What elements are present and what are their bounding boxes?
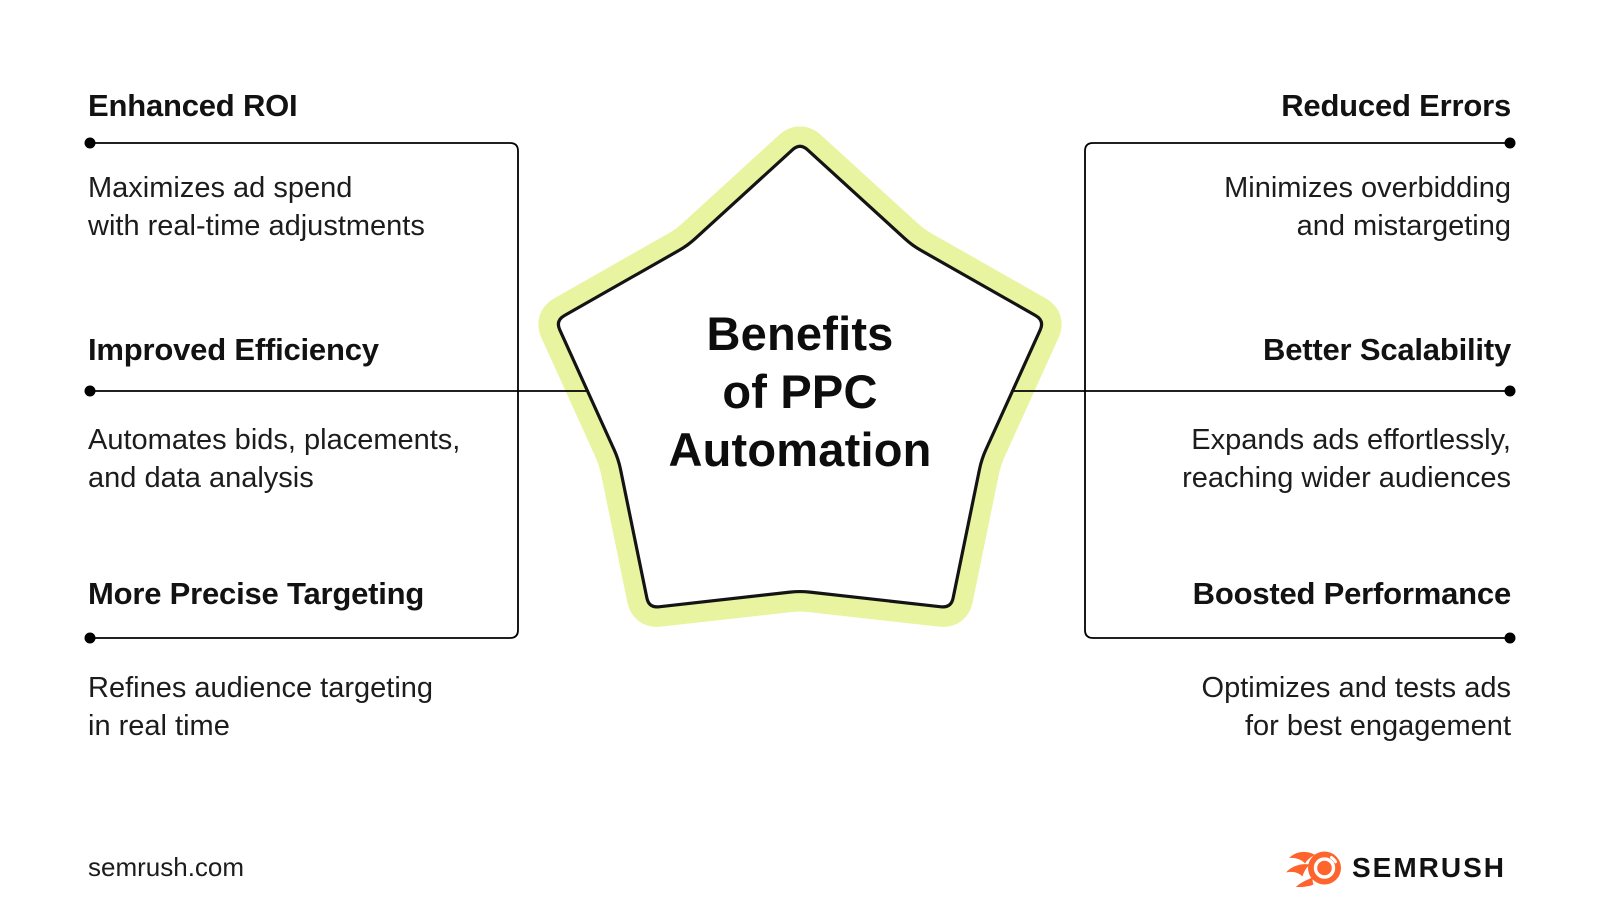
line-endpoint-dot bbox=[1504, 137, 1516, 149]
semrush-logo-text: SEMRUSH bbox=[1352, 852, 1507, 883]
benefit-heading: Reduced Errors bbox=[1281, 88, 1511, 123]
benefit-description: Minimizes overbidding and mistargeting bbox=[1224, 172, 1511, 242]
website-url: semrush.com bbox=[88, 852, 245, 882]
line-endpoint-dot bbox=[1504, 385, 1516, 397]
semrush-flame-icon bbox=[1286, 851, 1341, 887]
benefit-heading: More Precise Targeting bbox=[88, 576, 425, 611]
semrush-logo: SEMRUSH bbox=[1286, 849, 1506, 887]
line-endpoint-dot bbox=[84, 632, 96, 644]
line-endpoint-dot bbox=[84, 137, 96, 149]
benefit-description: Maximizes ad spend with real-time adjust… bbox=[88, 172, 425, 242]
benefit-heading: Boosted Performance bbox=[1192, 576, 1512, 611]
benefit-heading: Better Scalability bbox=[1263, 332, 1511, 367]
line-endpoint-dot bbox=[84, 385, 96, 397]
benefit-description: Automates bids, placements, and data ana… bbox=[88, 424, 461, 494]
benefit-heading: Enhanced ROI bbox=[88, 88, 298, 123]
star-shape bbox=[556, 144, 1044, 609]
benefit-description: Optimizes and tests ads for best engagem… bbox=[1201, 672, 1511, 742]
line-endpoint-dot bbox=[1504, 632, 1516, 644]
benefit-heading: Improved Efficiency bbox=[88, 332, 379, 367]
benefit-description: Refines audience targeting in real time bbox=[88, 672, 434, 742]
diagram-title: Benefits of PPC Automation bbox=[668, 307, 932, 476]
benefit-description: Expands ads effortlessly, reaching wider… bbox=[1182, 424, 1511, 494]
